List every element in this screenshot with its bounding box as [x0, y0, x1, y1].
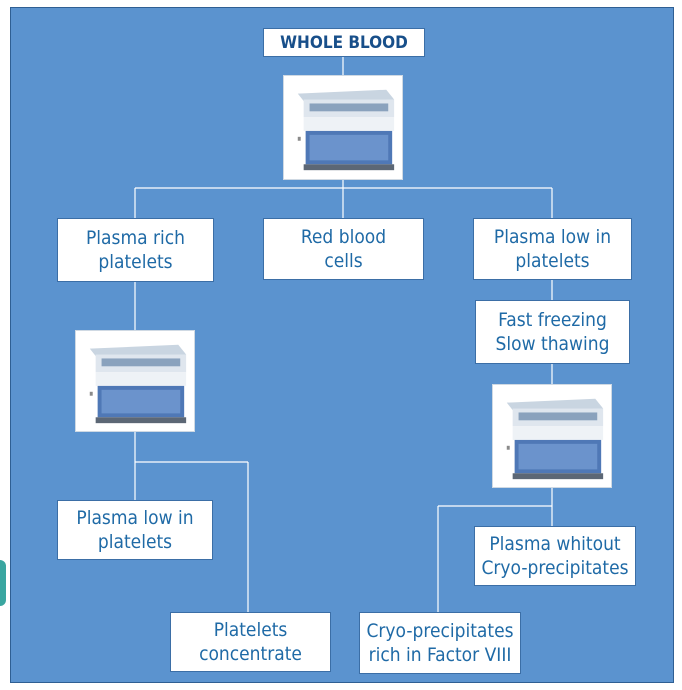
- plasma-rich-platelets-box: Plasma rich platelets: [57, 218, 214, 282]
- box-line: platelets: [97, 531, 173, 553]
- edge-decoration: [0, 560, 6, 606]
- whole-blood-label: WHOLE BLOOD: [280, 32, 408, 53]
- red-blood-cells-box: Red blood cells: [263, 218, 424, 280]
- box-line: cells: [324, 250, 363, 272]
- fast-freezing-box: Fast freezing Slow thawing: [475, 300, 630, 364]
- whole-blood-box: WHOLE BLOOD: [263, 28, 425, 57]
- box-line: Cryo-precipitates: [481, 557, 629, 579]
- plasma-low-platelets-box: Plasma low in platelets: [473, 218, 632, 280]
- box-line: Fast freezing: [498, 309, 607, 331]
- box-line: concentrate: [199, 643, 302, 665]
- box-line: Platelets: [213, 619, 288, 641]
- box-line: platelets: [515, 250, 590, 272]
- box-line: platelets: [98, 251, 173, 273]
- cryo-precipitates-box: Cryo-precipitates rich in Factor VIII: [359, 612, 521, 674]
- centrifuge-icon: [75, 330, 195, 432]
- box-line: Plasma low in: [493, 226, 612, 248]
- box-line: Plasma whitout: [489, 533, 621, 555]
- box-line: Red blood: [300, 226, 387, 248]
- centrifuge-icon: [492, 384, 612, 488]
- box-line: Plasma low in: [76, 507, 194, 529]
- box-line: Slow thawing: [495, 333, 610, 355]
- centrifuge-icon: [283, 75, 403, 180]
- box-line: Cryo-precipitates: [366, 620, 514, 642]
- plasma-without-cryo-box: Plasma whitout Cryo-precipitates: [474, 526, 636, 586]
- box-line: rich in Factor VIII: [368, 644, 512, 666]
- box-line: Plasma rich: [86, 227, 185, 249]
- platelets-concentrate-box: Platelets concentrate: [170, 612, 331, 672]
- left-plasma-low-platelets-box: Plasma low in platelets: [57, 500, 213, 560]
